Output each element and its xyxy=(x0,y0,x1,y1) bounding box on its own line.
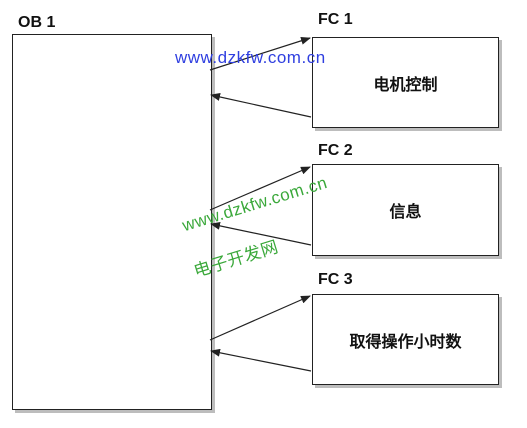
call-arrow-fc2 xyxy=(209,166,311,211)
call-arrow-fc1 xyxy=(209,36,311,71)
fc1-block: 电机控制 xyxy=(312,37,499,128)
fc2-label: FC 2 xyxy=(318,142,353,159)
return-arrow-fc2 xyxy=(210,221,312,246)
fc2-block: 信息 xyxy=(312,164,499,256)
ob1-label: OB 1 xyxy=(18,14,56,31)
return-arrow-fc1 xyxy=(210,93,312,118)
call-arrow-fc3 xyxy=(209,295,311,341)
fc1-text: 电机控制 xyxy=(373,74,438,94)
fc3-block: 取得操作小时数 xyxy=(312,294,499,385)
watermark-top: www.dzkfw.com.cn xyxy=(175,48,326,67)
fc3-label: FC 3 xyxy=(318,271,353,288)
fc1-label: FC 1 xyxy=(318,11,353,28)
fc3-text: 取得操作小时数 xyxy=(349,331,462,351)
fc2-text: 信息 xyxy=(389,202,422,221)
return-arrow-fc3 xyxy=(210,348,312,372)
